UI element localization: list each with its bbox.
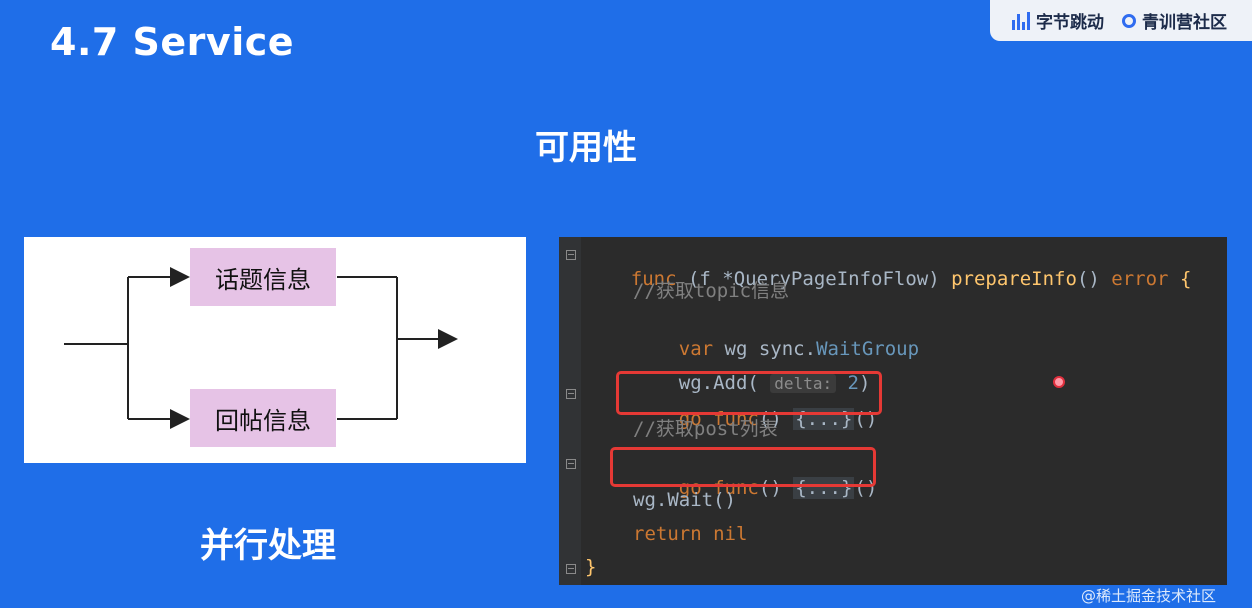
node-topic-info: 话题信息 bbox=[190, 248, 336, 306]
fold-icon[interactable] bbox=[566, 250, 576, 260]
editor-gutter bbox=[559, 237, 581, 585]
code-comment: //获取topic信息 bbox=[633, 280, 790, 302]
code-line: go func() {...}() bbox=[678, 477, 878, 499]
code-line: wg.Wait() bbox=[633, 489, 736, 511]
pointer-dot bbox=[1053, 376, 1065, 388]
parallel-diagram: 话题信息 回帖信息 bbox=[24, 237, 526, 463]
code-line: return nil bbox=[633, 523, 748, 545]
diagram-caption: 并行处理 bbox=[200, 526, 336, 566]
code-line: var wg sync.WaitGroup bbox=[678, 338, 920, 360]
bytedance-bars-icon bbox=[1012, 11, 1030, 30]
section-title: 可用性 bbox=[535, 128, 637, 168]
diagram-connectors bbox=[64, 267, 458, 429]
highlight-box-goroutine-2 bbox=[610, 447, 876, 487]
fold-icon[interactable] bbox=[566, 459, 576, 469]
bytedance-logo-text: 字节跳动 bbox=[1036, 13, 1104, 33]
highlight-box-goroutine-1 bbox=[616, 371, 882, 415]
folded-block[interactable]: {...} bbox=[793, 477, 855, 499]
code-line: } bbox=[585, 556, 597, 578]
param-hint: delta: bbox=[770, 374, 837, 393]
code-line: wg.Add( delta: 2) bbox=[678, 372, 871, 394]
code-line: func (f *QueryPageInfoFlow) prepareInfo(… bbox=[630, 268, 1192, 290]
code-editor[interactable]: func (f *QueryPageInfoFlow) prepareInfo(… bbox=[559, 237, 1227, 585]
bytedance-logo: 字节跳动 bbox=[1012, 8, 1104, 33]
logo-bar: 字节跳动 青训营社区 bbox=[990, 0, 1252, 41]
code-comment: //获取post列表 bbox=[633, 418, 778, 440]
fold-icon[interactable] bbox=[566, 389, 576, 399]
node-reply-info: 回帖信息 bbox=[190, 389, 336, 447]
credit-text: @稀土掘金技术社区 bbox=[1080, 587, 1216, 605]
slide-title: 4.7 Service bbox=[50, 20, 295, 64]
qingxun-ring-icon bbox=[1122, 13, 1136, 28]
fold-icon[interactable] bbox=[566, 564, 576, 574]
qingxun-logo-text: 青训营社区 bbox=[1142, 13, 1227, 33]
qingxun-logo: 青训营社区 bbox=[1122, 8, 1227, 33]
